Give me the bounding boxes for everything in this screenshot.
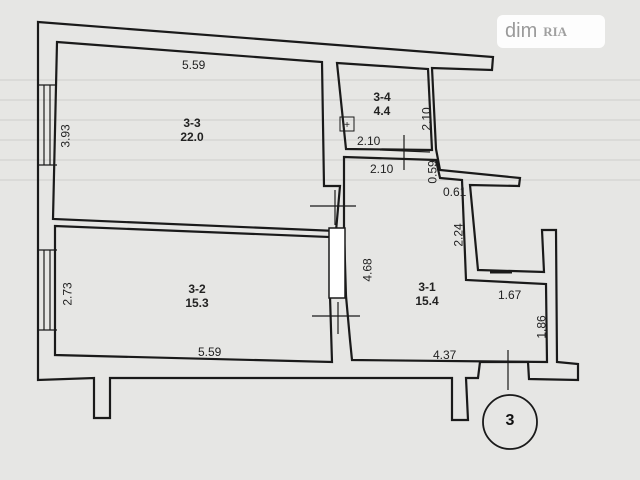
dim-3-1-right-width: 1.67 (498, 288, 522, 302)
room-3-3-wall (51, 40, 342, 233)
dim-3-3-height: 3.93 (58, 124, 73, 148)
outer-wall (36, 20, 580, 422)
dim-3-3-width: 5.59 (182, 58, 206, 72)
dim-3-1-height: 4.68 (360, 258, 375, 282)
dim-corridor-width: 2.10 (370, 162, 394, 176)
dim-niche-height: 2.24 (451, 223, 466, 247)
room-3-2-wall (53, 224, 334, 364)
dim-3-1-width: 4.37 (433, 348, 457, 362)
fixture-icon (339, 116, 355, 132)
svg-text:+: + (344, 120, 350, 131)
background-lines (0, 79, 640, 181)
dim-3-4-width: 2.10 (357, 134, 381, 148)
dim-niche-width: 0.61 (443, 185, 467, 199)
watermark-brand: dim (505, 20, 538, 42)
windows (38, 84, 512, 331)
partition-wall (328, 227, 346, 299)
dim-3-2-width: 5.59 (198, 345, 222, 359)
dim-3-1-right-height: 1.86 (534, 315, 549, 339)
dim-3-2-height: 2.73 (60, 282, 75, 306)
stair-circle (482, 394, 538, 450)
dim-door-gap: 0.59 (425, 160, 440, 184)
room-3-4-wall (335, 61, 434, 152)
stair-number: 3 (505, 412, 515, 429)
door-marks (310, 135, 530, 390)
watermark-sub: RIA (543, 23, 568, 39)
dim-3-4-height: 2.10 (419, 107, 434, 131)
watermark-logo: dim RIA (497, 15, 605, 48)
